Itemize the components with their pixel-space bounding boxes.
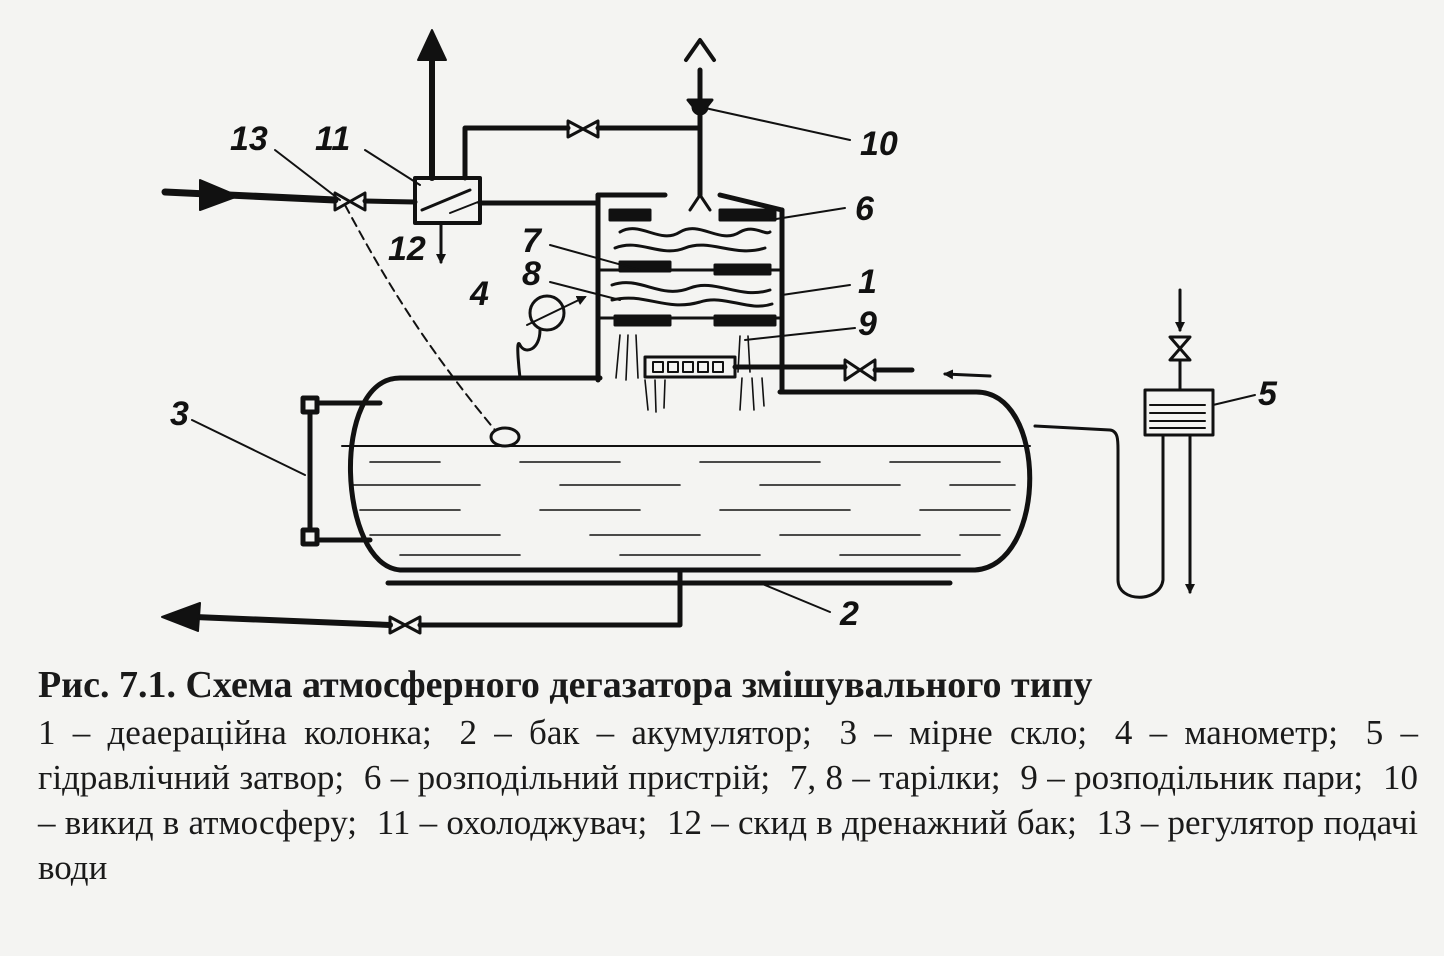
legend-item: 3 – мірне скло; (839, 713, 1088, 752)
label-6: 6 (855, 190, 875, 228)
label-11: 11 (315, 120, 350, 158)
pressure-gauge (516, 294, 587, 380)
label-12: 12 (388, 230, 426, 268)
atmosphere-vent (684, 38, 716, 212)
legend-item: 11 – охолоджувач; (376, 803, 648, 842)
hydraulic-seal (1033, 288, 1215, 599)
legend-item: 2 – бак – акумулятор; (459, 713, 812, 752)
figure-caption: Рис. 7.1. Схема атмосферного дегазатора … (38, 660, 1418, 890)
label-10: 10 (860, 125, 898, 163)
water-hatching (349, 461, 1016, 556)
caption-title: Рис. 7.1. Схема атмосферного дегазатора … (38, 664, 1093, 706)
storage-tank (341, 375, 1033, 586)
label-5: 5 (1258, 375, 1278, 413)
caption-legend: 1 – деаераційна колонка; 2 – бак – акуму… (38, 710, 1418, 890)
legend-item: 10 – викид в атмосферу; (38, 758, 1418, 842)
legend-item: 4 – манометр; (1114, 713, 1339, 752)
label-13: 13 (230, 120, 268, 158)
callout-labels: 13 11 10 6 12 7 8 1 4 9 5 3 2 (170, 120, 1278, 633)
tank-outlet-line (161, 567, 683, 635)
label-1: 1 (858, 263, 877, 301)
legend-item: 7, 8 – тарілки; (789, 758, 1001, 797)
label-8: 8 (522, 255, 541, 293)
cooler (413, 176, 482, 225)
legend-item: 13 – регулятор подачі води (38, 803, 1419, 887)
leader-lines (191, 107, 1256, 613)
spray-jets (615, 334, 765, 413)
label-7: 7 (522, 222, 543, 260)
label-2: 2 (839, 595, 859, 633)
legend-item: 5 – гідравлічний затвор; (38, 713, 1419, 797)
legend-item: 9 – розподільник пари; (1020, 758, 1364, 797)
bypass-line (462, 119, 703, 181)
water-inlet-line (161, 179, 601, 212)
legend-item: 1 – деаераційна колонка; (38, 713, 432, 752)
legend-item: 12 – скид в дренажний бак; (666, 803, 1077, 842)
steam-distributor (643, 355, 992, 382)
label-9: 9 (858, 305, 877, 343)
degasser-diagram: 13 11 10 6 12 7 8 1 4 9 5 3 2 (161, 29, 1278, 635)
distribution-device (608, 208, 777, 253)
label-4: 4 (469, 275, 489, 313)
legend-item: 6 – розподільний пристрій; (363, 758, 771, 797)
upper-outlet (417, 29, 447, 181)
level-glass (300, 395, 383, 547)
water-regulator (344, 204, 521, 448)
plates (610, 260, 777, 327)
label-3: 3 (170, 395, 189, 433)
